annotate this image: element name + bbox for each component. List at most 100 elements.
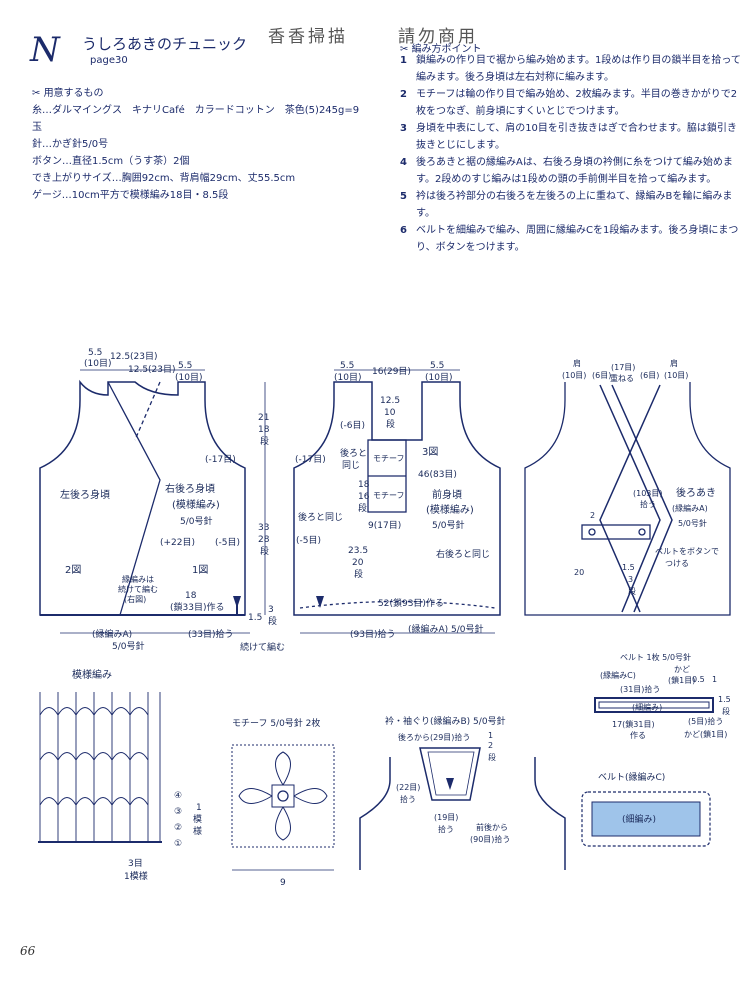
front-w9: 9(17目) [368, 520, 401, 531]
belt-w17: 17(鎖31目) [612, 719, 655, 729]
back-w3: 12.5(23目) [128, 364, 176, 375]
front-same-back: 後ろと [340, 447, 367, 459]
front-label: 前身頃 [432, 488, 462, 501]
front-neck3: 段 [386, 418, 395, 430]
materials-gauge: ゲージ…10cm平方で模様編み18目・8.5段 [32, 190, 229, 201]
front-w2: 16(29目) [372, 366, 411, 377]
materials-hook: 針…かぎ針5/0号 [32, 139, 109, 150]
pattern-pat3: 様 [193, 825, 202, 837]
back-w1: 5.5 [88, 348, 102, 358]
belt-title: ベルト 1枚 5/0号針 [620, 652, 691, 662]
collar-rdan: 段 [488, 752, 496, 762]
belt-edge-title: ベルト(縁編みC) [598, 771, 665, 783]
back-h2s: 28 [258, 535, 270, 545]
front-dec5: (-5目) [296, 535, 321, 546]
back-fig-right: 1図 [192, 564, 208, 576]
belt-v15: 1.5 [718, 695, 731, 704]
asm-pick103b: 拾う [640, 499, 656, 509]
belt-edge-c: (縁編みC) [600, 670, 636, 680]
materials-size: でき上がりサイズ…胸囲92cm、背肩幅29cm、丈55.5cm [32, 173, 296, 184]
asm-s1: (10目) [562, 371, 586, 380]
back-w1s: (10目) [84, 358, 111, 369]
asm-edge-a: (縁編みA) [672, 503, 708, 513]
asm-s6: (10目) [664, 371, 688, 380]
asm-s3: (17目) [611, 363, 635, 372]
back-right-label: 右後ろ身頃 [165, 482, 215, 495]
belt-v05: 0.5 [692, 675, 705, 684]
back-base1: 18 [185, 591, 197, 601]
asm-s4: 重ねる [610, 373, 634, 383]
front-motif-2: モチーフ [373, 491, 405, 500]
back-dec1: (-17目) [205, 454, 236, 465]
front-same-back-l: 後ろと同じ [298, 511, 343, 523]
asm-opening: 後ろあき [676, 486, 716, 499]
back-h1t: 段 [260, 435, 269, 447]
steps-heading: ✂ 編み方ポイント [400, 44, 482, 55]
materials-buttons: ボタン…直径1.5cm（うす茶）2個 [32, 156, 190, 167]
step-number: 6 [400, 225, 407, 236]
back-cont: 続けて編む [240, 641, 285, 653]
asm-n2: 2 [590, 511, 595, 520]
belt-make: 作る [630, 730, 646, 740]
step-text: 鎖編みの作り目で裾から編み始めます。1段めは作り目の鎖半目を拾って編みます。後ろ… [416, 55, 741, 83]
step-number: 2 [400, 89, 407, 100]
back-side2: 3 [268, 605, 274, 615]
asm-n20: 20 [574, 568, 584, 577]
assembled-cross-c [599, 384, 661, 613]
back-overlap-dash [134, 381, 161, 441]
asm-shoulder-left: 肩 [573, 358, 581, 368]
back-edge-note2: 続けて編む [118, 584, 158, 594]
watermark-stamp-left: 香香掃描 [268, 27, 348, 47]
front-h16: 16 [358, 492, 370, 502]
belt-outline [594, 697, 714, 713]
front-w1s: (10目) [334, 372, 361, 383]
back-left-label: 左後ろ身頃 [60, 488, 110, 501]
step-number: 3 [400, 123, 407, 134]
page-number: 66 [20, 944, 36, 958]
pattern-r1: ① [174, 839, 182, 849]
back-pattern: (模様編み) [172, 498, 220, 511]
belt-button-right [638, 528, 646, 536]
front-same-back-r: 右後ろと同じ [436, 548, 490, 560]
belt-button-left [588, 528, 596, 536]
arrow-collar [446, 778, 454, 790]
pattern-r4: ④ [174, 791, 182, 801]
front-fig3: 3図 [422, 446, 438, 458]
front-edge-a: (縁編みA) 5/0号針 [408, 623, 484, 635]
back-inc: (+22目) [160, 537, 195, 548]
belt-pick31: (31目)拾う [620, 684, 660, 694]
asm-n15: 1.5 [622, 563, 635, 572]
back-h2: 33 [258, 523, 269, 533]
front-base: 52(鎖93目)作る [378, 597, 444, 609]
front-h20: 20 [352, 558, 364, 568]
collar-outline [359, 757, 566, 870]
belt-corner3: かど(鎖1目) [684, 729, 727, 739]
front-h16t: 段 [358, 502, 367, 514]
pattern-r2: ② [174, 823, 182, 833]
pattern-chart-area [35, 690, 165, 840]
back-pick: (33目)拾う [188, 628, 233, 640]
asm-s5: (6目) [640, 371, 659, 380]
back-w2: 12.5(23目) [110, 351, 158, 362]
belt-edge-inner: (細編み) [622, 813, 656, 825]
front-h18: 18 [358, 480, 370, 490]
back-w4s: (10目) [175, 372, 202, 383]
collar-p19: (19目) [434, 813, 458, 822]
front-w3s: (10目) [425, 372, 452, 383]
back-base2: (鎖33目)作る [170, 601, 224, 613]
asm-n3: 3 [628, 575, 633, 584]
motif-title: モチーフ 5/0号針 2枚 [232, 717, 320, 729]
front-hook: 5/0号針 [432, 519, 465, 531]
belt-sc-fill [591, 801, 701, 837]
belt-sc: (細編み) [632, 702, 662, 712]
materials-yarn-cont: 玉 [32, 122, 42, 133]
pattern-pat2: 模 [193, 814, 202, 825]
back-h1: 21 [258, 413, 269, 423]
front-same-back2: 同じ [342, 460, 360, 471]
pattern-chart-title: 模様編み [72, 668, 112, 681]
back-edge-hook: 5/0号針 [112, 640, 145, 652]
step-number: 5 [400, 191, 407, 202]
collar-p22b: 拾う [400, 794, 416, 804]
